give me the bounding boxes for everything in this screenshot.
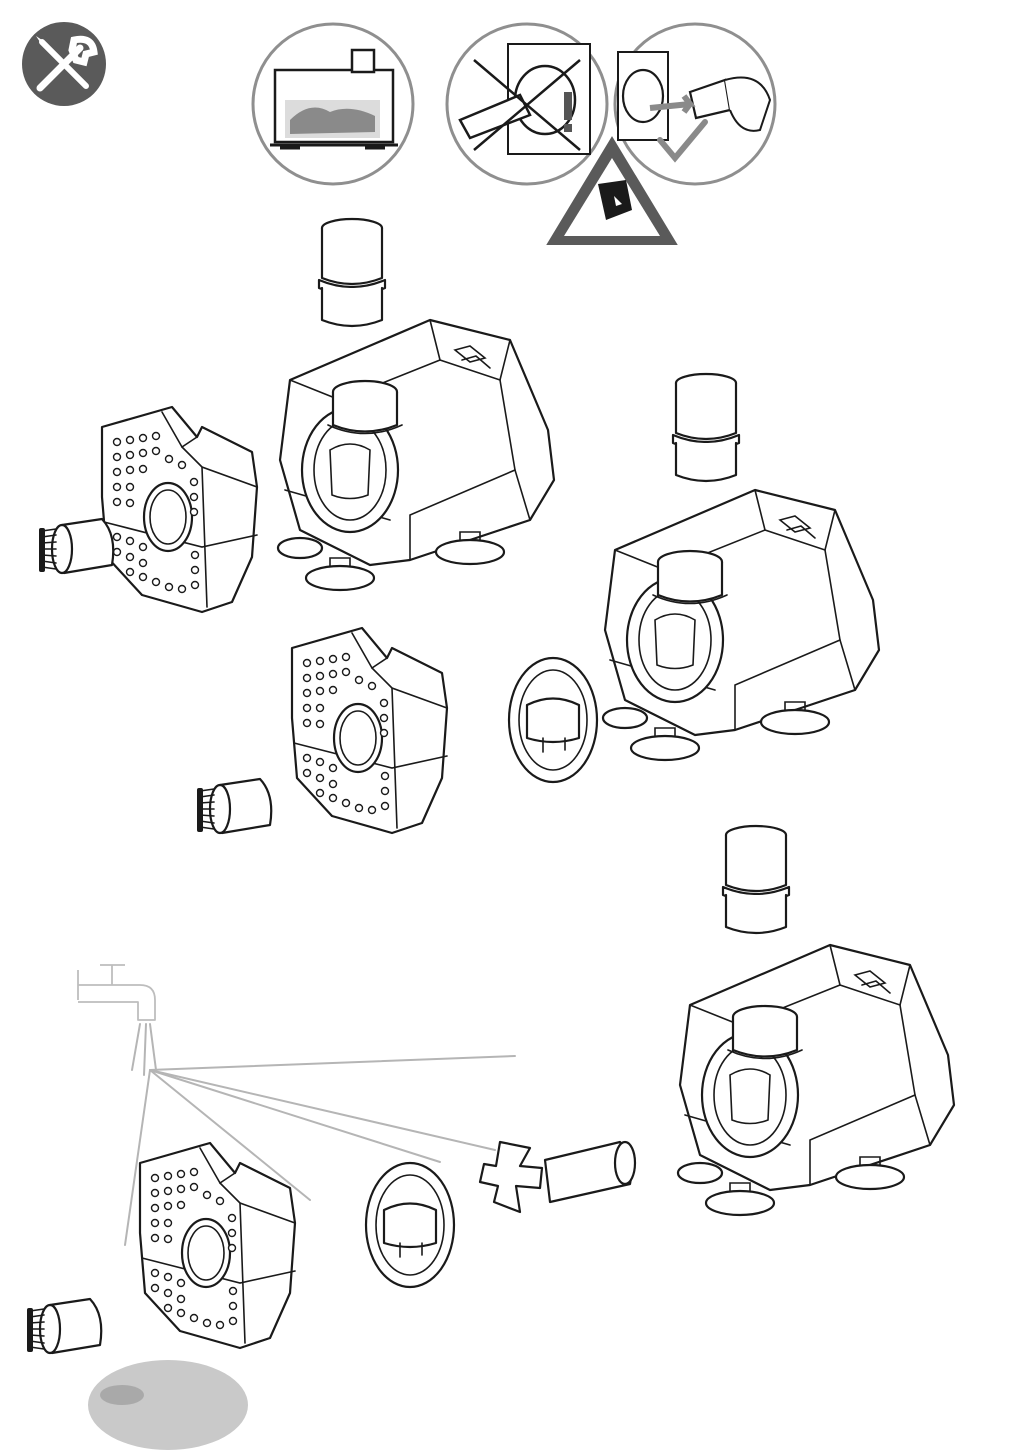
electric-shock-warning-triangle-icon — [546, 136, 678, 245]
intake-cover — [290, 626, 449, 835]
step-1-assembly — [37, 217, 556, 614]
outlet-nozzle — [721, 824, 791, 935]
intake-cover — [138, 1141, 297, 1350]
outlet-nozzle — [671, 372, 741, 483]
unplug-by-plug-check-icon — [613, 22, 777, 186]
empty-aquarium-pump-icon — [251, 22, 415, 186]
pump-body — [676, 943, 956, 1217]
water-tap-icon — [77, 964, 157, 1076]
water-puddle — [88, 1360, 248, 1450]
brush-adapter — [25, 1297, 103, 1355]
pump-body — [601, 488, 881, 762]
no-unplug-by-cable-icon — [445, 22, 609, 186]
brush-adapter — [195, 777, 273, 835]
rotor-cover — [364, 1161, 456, 1289]
brush-adapter — [37, 517, 115, 575]
water-spray-lines — [124, 1055, 516, 1246]
wrench-screwdriver-icon — [22, 22, 106, 106]
impeller — [478, 1140, 637, 1214]
step-3-assembly — [25, 824, 956, 1450]
rotor-cover — [507, 656, 599, 784]
pump-body — [276, 318, 556, 592]
outlet-nozzle — [317, 217, 387, 328]
intake-cover — [100, 405, 259, 614]
